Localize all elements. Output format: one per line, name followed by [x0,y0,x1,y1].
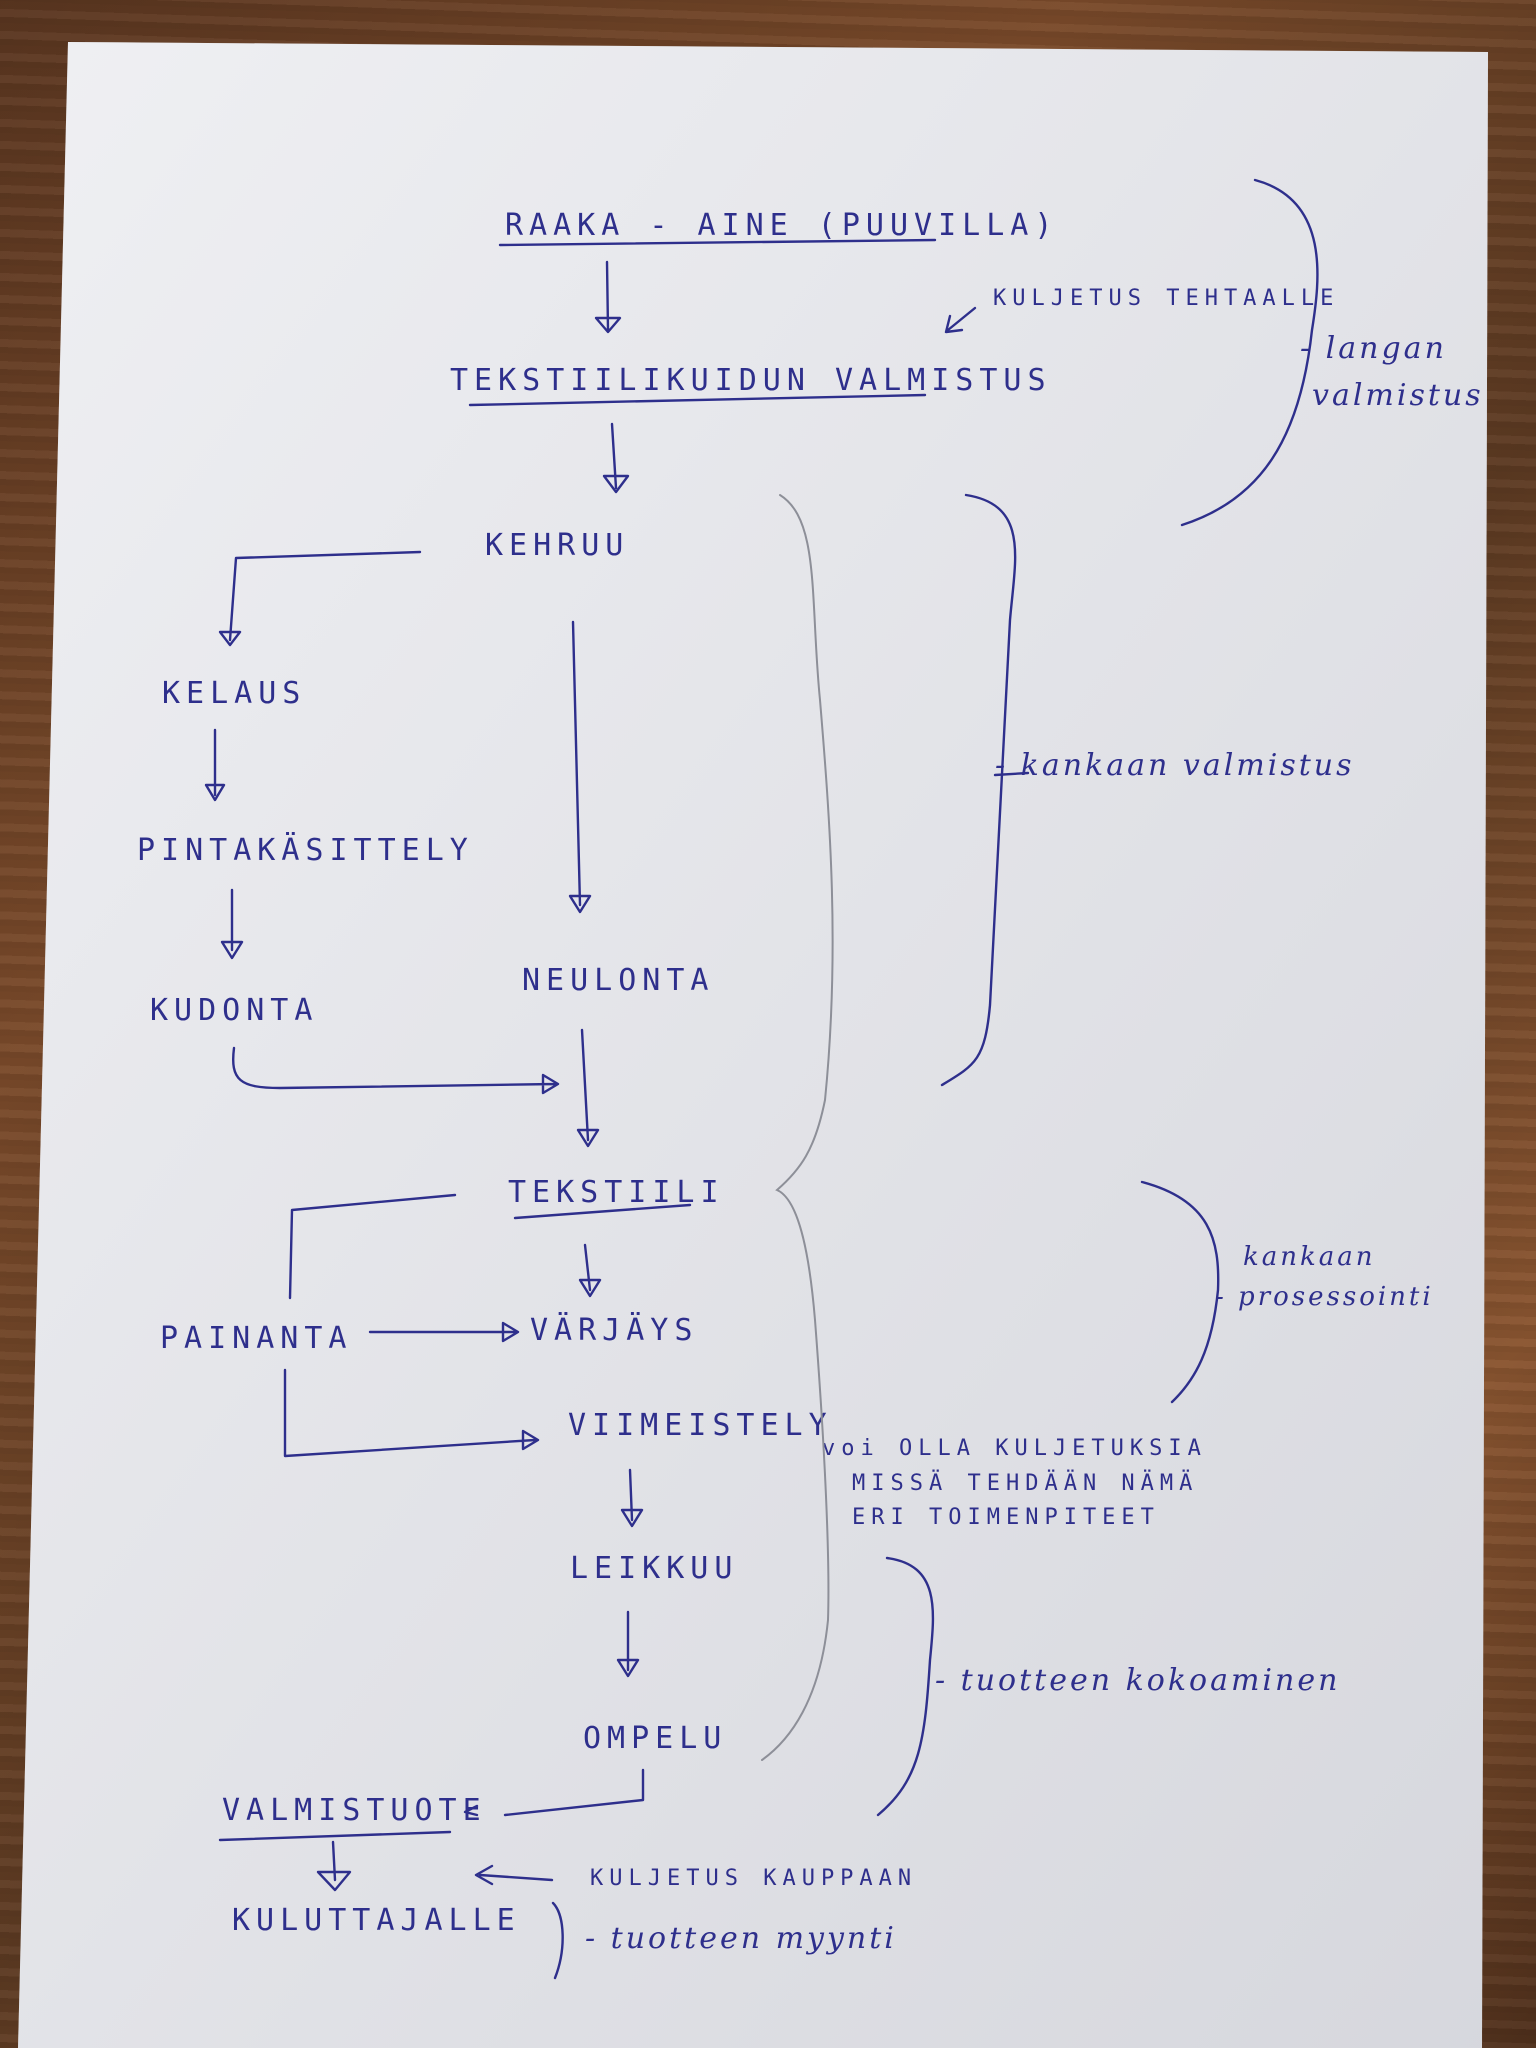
arrow-spinning-to-winding [218,550,422,647]
knitting-label: NEULONTA [522,963,715,998]
fabric-bracket-label: - kankaan valmistus [995,748,1355,783]
assembly-bracket-label: - tuotteen kokoaminen [935,1663,1340,1698]
sales-bracket-label: - tuotteen myynti [585,1921,897,1956]
surface-treatment-label: PINTAKÄSITTELY [137,832,474,868]
arrow-fiber-to-spinning [602,422,630,494]
sales-bracket [551,1901,564,1980]
yarn-bracket-label-1: - langan [1300,331,1447,366]
dyeing-label: VÄRJÄYS [530,1312,698,1348]
flow-arrows [204,260,977,1892]
spinning-label: KEHRUU [485,528,629,563]
transport-note-line-3: ERI TOIMENPITEET [852,1505,1160,1530]
finishing-label: VIIMEISTELY [568,1408,833,1443]
transport-factory-note: KULJETUS TEHTAALLE [993,286,1339,311]
arrow-sewing-to-finished [463,1768,645,1817]
finished-product-label: VALMISTUOTE [222,1793,487,1828]
transport-note-line-2: MISSÄ TEHDÄÄN NÄMÄ [852,1470,1198,1496]
cutting-label: LEIKKUU [570,1551,738,1586]
processing-bracket [1140,1180,1220,1404]
winding-label: KELAUS [162,676,306,711]
arrow-weaving-to-textile [232,1046,560,1095]
textile-underline [513,1203,692,1220]
arrow-factory-transport [944,306,977,334]
line-textile-to-printing [288,1193,457,1300]
to-consumer-label: KULUTTAJALLE [232,1903,521,1938]
weaving-label: KUDONTA [150,993,318,1028]
arrow-cutting-to-sewing [616,1610,640,1678]
assembly-bracket [876,1556,935,1817]
arrow-finishing-to-cutting [620,1468,644,1528]
printing-label: PAINANTA [160,1321,353,1356]
transport-note-line-1: voi OLLA KULJETUKSIA [822,1436,1207,1461]
arrow-spinning-to-knitting [568,620,592,914]
arrow-textile-to-dyeing [578,1243,602,1298]
arrow-surface-to-weaving [220,888,244,960]
yarn-bracket [1180,178,1319,527]
arrow-raw-to-fiber [594,260,622,334]
arrow-printing-to-finishing [283,1368,540,1458]
sewing-label: OMPELU [583,1721,727,1756]
fiber-production-underline [468,393,927,407]
arrow-winding-to-surface [204,728,226,802]
paper-shading [18,42,1488,2048]
transport-store-note: KULJETUS KAUPPAAN [590,1866,917,1891]
processing-bracket-label-2: - prosessointi [1215,1282,1434,1312]
fiber-production-label: TEKSTIILIKUIDUN VALMISTUS [450,363,1052,398]
arrow-store-transport [474,1864,554,1886]
pencil-transport-bracket [761,494,834,1761]
textile-label: TEKSTIILI [508,1175,725,1210]
raw-material-label: RAAKA - AINE (PUUVILLA) [505,208,1058,243]
brackets [551,178,1319,1980]
finished-product-underline [218,1830,452,1842]
yarn-bracket-label-2: valmistus [1312,378,1484,413]
arrow-printing-to-dyeing [368,1321,520,1343]
fabric-bracket-tick [993,771,1030,777]
arrow-finished-to-consumer [316,1840,352,1892]
arrow-knitting-to-textile [576,1028,600,1148]
processing-bracket-label-1: kankaan [1243,1242,1376,1272]
fabric-bracket [940,493,1017,1087]
raw-material-underline [498,238,937,247]
